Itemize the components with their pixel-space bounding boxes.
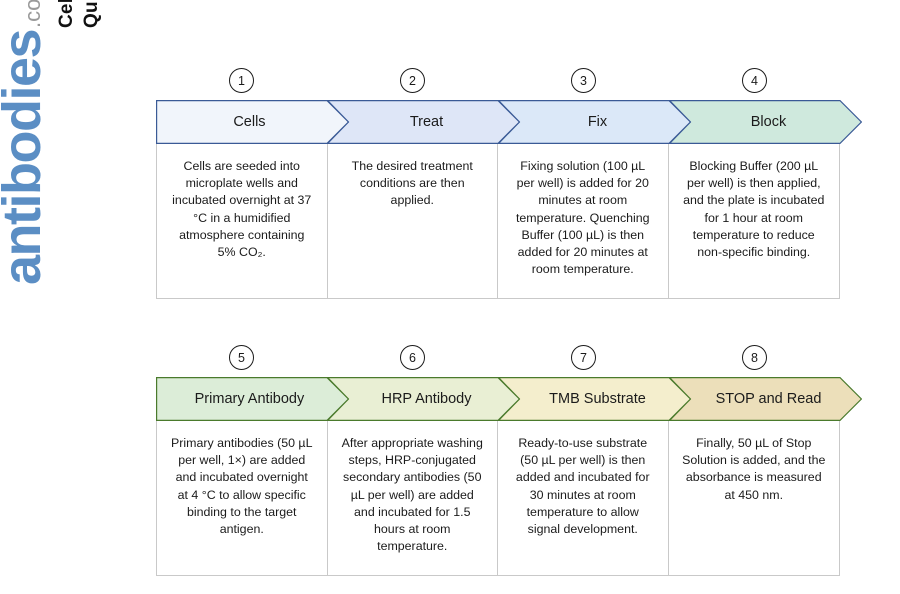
- chevron-label-1: Cells: [233, 114, 266, 130]
- chevron-label-4: Block: [750, 114, 787, 130]
- process-row-1: 1 2 3 4 Cells Treat Fix Block Cells are seeded…: [156, 68, 862, 299]
- step-description-4: Blocking Buffer (200 µL per well) is the…: [669, 144, 840, 298]
- chevron-label-8: STOP and Read: [715, 391, 822, 407]
- chevron-step-6[interactable]: HRP Antibody: [327, 377, 520, 421]
- step-description-text-2: The desired treatment conditions are the…: [351, 159, 473, 208]
- chevron-step-5[interactable]: Primary Antibody: [156, 377, 349, 421]
- chevron-step-2[interactable]: Treat: [327, 100, 520, 144]
- brand-logo: antibodies .com: [0, 0, 105, 285]
- chevron-band-1: Cells Treat Fix Block: [156, 100, 862, 144]
- step-number-5: 5: [229, 345, 254, 370]
- description-band-1: Cells are seeded into microplate wells a…: [156, 144, 840, 299]
- step-description-2: The desired treatment conditions are the…: [328, 144, 498, 298]
- process-row-2: 5 6 7 8 Primary Antibody HRP Antibody TMB Sub…: [156, 345, 862, 576]
- chevron-label-6: HRP Antibody: [381, 391, 472, 407]
- step-number-4: 4: [742, 68, 767, 93]
- step-number-7: 7: [571, 345, 596, 370]
- chevron-step-7[interactable]: TMB Substrate: [498, 377, 691, 421]
- step-description-text-5: Primary antibodies (50 µL per well, 1×) …: [171, 436, 313, 537]
- step-description-text-7: Ready-to-use substrate (50 µL per well) …: [515, 436, 650, 537]
- step-description-text-6: After appropriate washing steps, HRP-con…: [341, 436, 483, 554]
- chevron-label-2: Treat: [409, 114, 444, 130]
- step-description-text-3: Fixing solution (100 µL per well) is add…: [515, 159, 650, 277]
- chevron-label-3: Fix: [587, 114, 608, 130]
- step-number-8: 8: [742, 345, 767, 370]
- step-number-row-2: 5 6 7 8: [156, 345, 840, 377]
- step-number-row-1: 1 2 3 4: [156, 68, 840, 100]
- step-description-1: Cells are seeded into microplate wells a…: [157, 144, 328, 298]
- chevron-label-7: TMB Substrate: [549, 391, 646, 407]
- step-description-5: Primary antibodies (50 µL per well, 1×) …: [157, 421, 328, 575]
- brand-logo-name: antibodies: [0, 29, 52, 285]
- step-description-6: After appropriate washing steps, HRP-con…: [328, 421, 498, 575]
- chevron-label-5: Primary Antibody: [194, 391, 305, 407]
- chevron-shape: [156, 377, 349, 421]
- chevron-shape: [156, 100, 349, 144]
- chevron-step-8[interactable]: STOP and Read: [669, 377, 862, 421]
- step-description-text-4: Blocking Buffer (200 µL per well) is the…: [683, 159, 825, 260]
- brand-logo-suffix: .com: [20, 0, 45, 28]
- step-description-text-1: Cells are seeded into microplate wells a…: [172, 159, 312, 260]
- chevron-step-1[interactable]: Cells: [156, 100, 349, 144]
- step-number-2: 2: [400, 68, 425, 93]
- step-description-text-8: Finally, 50 µL of Stop Solution is added…: [682, 436, 826, 502]
- chevron-step-3[interactable]: Fix: [498, 100, 691, 144]
- chevron-band-2: Primary Antibody HRP Antibody TMB Substrat…: [156, 377, 862, 421]
- step-number-3: 3: [571, 68, 596, 93]
- description-band-2: Primary antibodies (50 µL per well, 1×) …: [156, 421, 840, 576]
- step-description-8: Finally, 50 µL of Stop Solution is added…: [669, 421, 840, 575]
- step-description-3: Fixing solution (100 µL per well) is add…: [498, 144, 669, 298]
- step-description-7: Ready-to-use substrate (50 µL per well) …: [498, 421, 669, 575]
- chevron-step-4[interactable]: Block: [669, 100, 862, 144]
- step-number-1: 1: [229, 68, 254, 93]
- step-number-6: 6: [400, 345, 425, 370]
